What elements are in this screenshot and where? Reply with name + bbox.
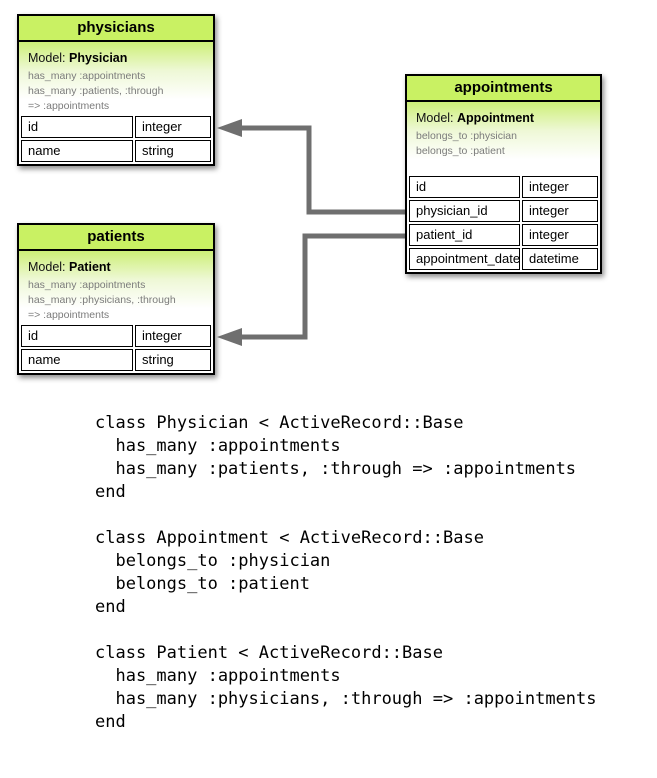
- physicians-table-title: physicians: [19, 16, 213, 42]
- model-line: Model: Physician: [28, 51, 204, 65]
- association-line: has_many :patients, :through: [28, 85, 164, 97]
- relation-line: [240, 125, 405, 215]
- model-name: Patient: [69, 260, 111, 274]
- physicians-table: physicians Model: Physician has_many :ap…: [17, 14, 215, 166]
- column-type-cell: integer: [522, 224, 598, 246]
- association-line: has_many :appointments: [28, 279, 146, 291]
- model-label: Model:: [28, 260, 66, 274]
- association-line: has_many :appointments: [28, 70, 146, 82]
- appointments-table: appointments Model: Appointment belongs_…: [405, 74, 602, 274]
- column-name-cell: patient_id: [409, 224, 520, 246]
- column-name-cell: appointment_date: [409, 248, 520, 270]
- column-type-cell: string: [135, 140, 211, 162]
- model-label: Model:: [28, 51, 66, 65]
- physicians-model-section: Model: Physician has_many :appointments …: [19, 42, 213, 114]
- patients-model-section: Model: Patient has_many :appointments ha…: [19, 251, 213, 323]
- physicians-columns: id integer name string: [19, 114, 213, 164]
- association-line: => :appointments: [28, 309, 110, 321]
- column-type-cell: datetime: [522, 248, 598, 270]
- appointments-columns: id integer physician_id integer patient_…: [407, 174, 600, 272]
- patients-table-title: patients: [19, 225, 213, 251]
- column-name-cell: id: [21, 116, 133, 138]
- column-type-cell: integer: [522, 200, 598, 222]
- association-line: has_many :physicians, :through: [28, 294, 176, 306]
- association-line: => :appointments: [28, 100, 110, 112]
- arrow-appointments-to-physicians: [217, 119, 405, 215]
- column-name-cell: id: [21, 325, 133, 347]
- column-name-cell: id: [409, 176, 520, 198]
- association-line: belongs_to :physician: [416, 130, 517, 142]
- association-line: belongs_to :patient: [416, 145, 505, 157]
- arrowhead-left-icon: [217, 328, 242, 346]
- model-name: Physician: [69, 51, 128, 65]
- column-type-cell: string: [135, 349, 211, 371]
- relation-line: [240, 233, 405, 340]
- model-line: Model: Patient: [28, 260, 204, 274]
- column-name-cell: physician_id: [409, 200, 520, 222]
- model-name: Appointment: [457, 111, 535, 125]
- appointments-model-section: Model: Appointment belongs_to :physician…: [407, 102, 600, 174]
- patients-table: patients Model: Patient has_many :appoin…: [17, 223, 215, 375]
- column-name-cell: name: [21, 349, 133, 371]
- appointments-table-title: appointments: [407, 76, 600, 102]
- arrowhead-left-icon: [217, 119, 242, 137]
- column-type-cell: integer: [522, 176, 598, 198]
- model-label: Model:: [416, 111, 454, 125]
- model-line: Model: Appointment: [416, 111, 591, 125]
- arrow-appointments-to-patients: [217, 233, 405, 346]
- patients-columns: id integer name string: [19, 323, 213, 373]
- column-name-cell: name: [21, 140, 133, 162]
- column-type-cell: integer: [135, 325, 211, 347]
- column-type-cell: integer: [135, 116, 211, 138]
- code-block: class Physician < ActiveRecord::Base has…: [95, 413, 597, 732]
